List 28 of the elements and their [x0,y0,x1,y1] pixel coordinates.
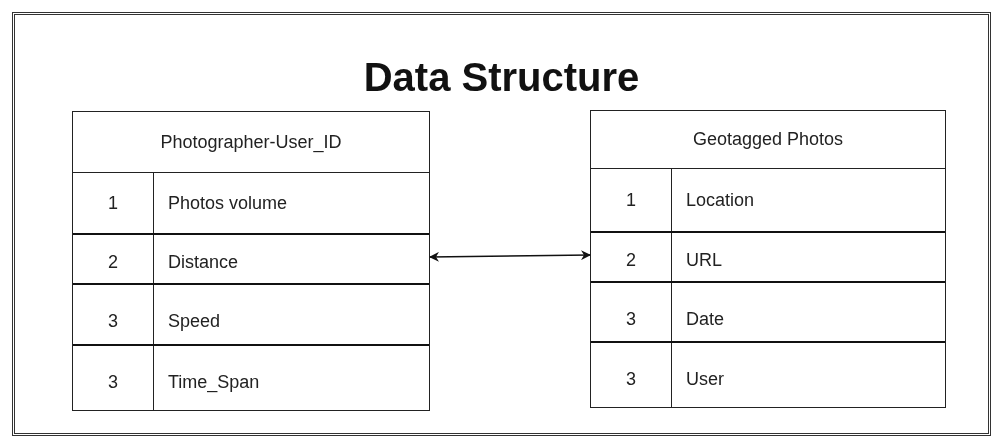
field-name: Photos volume [168,192,288,214]
table-row [591,341,945,407]
table-row [591,231,945,281]
table-row [591,281,945,341]
table-header: Geotagged Photos [692,129,844,150]
field-name: URL [686,249,722,271]
field-name: Speed [168,311,221,332]
diagram-title: Data Structure [362,55,641,100]
row-number: 2 [626,249,636,271]
table [72,111,430,411]
field-name: Location [686,189,755,211]
field-name: Date [686,308,725,330]
field-name: User [686,368,724,390]
table-row [73,233,429,283]
table-row [73,283,429,344]
row-number: 3 [108,311,118,332]
row-number: 3 [108,371,118,393]
table [590,110,946,408]
field-name: Distance [168,251,239,273]
table-row [73,344,429,410]
row-number: 1 [108,192,118,214]
row-number: 2 [108,251,118,273]
row-number: 1 [626,189,636,211]
table-header: Photographer-User_ID [160,131,342,153]
double-arrow [429,250,591,262]
field-name: Time_Span [168,371,260,393]
row-number: 3 [626,308,636,330]
row-number: 3 [626,368,636,390]
